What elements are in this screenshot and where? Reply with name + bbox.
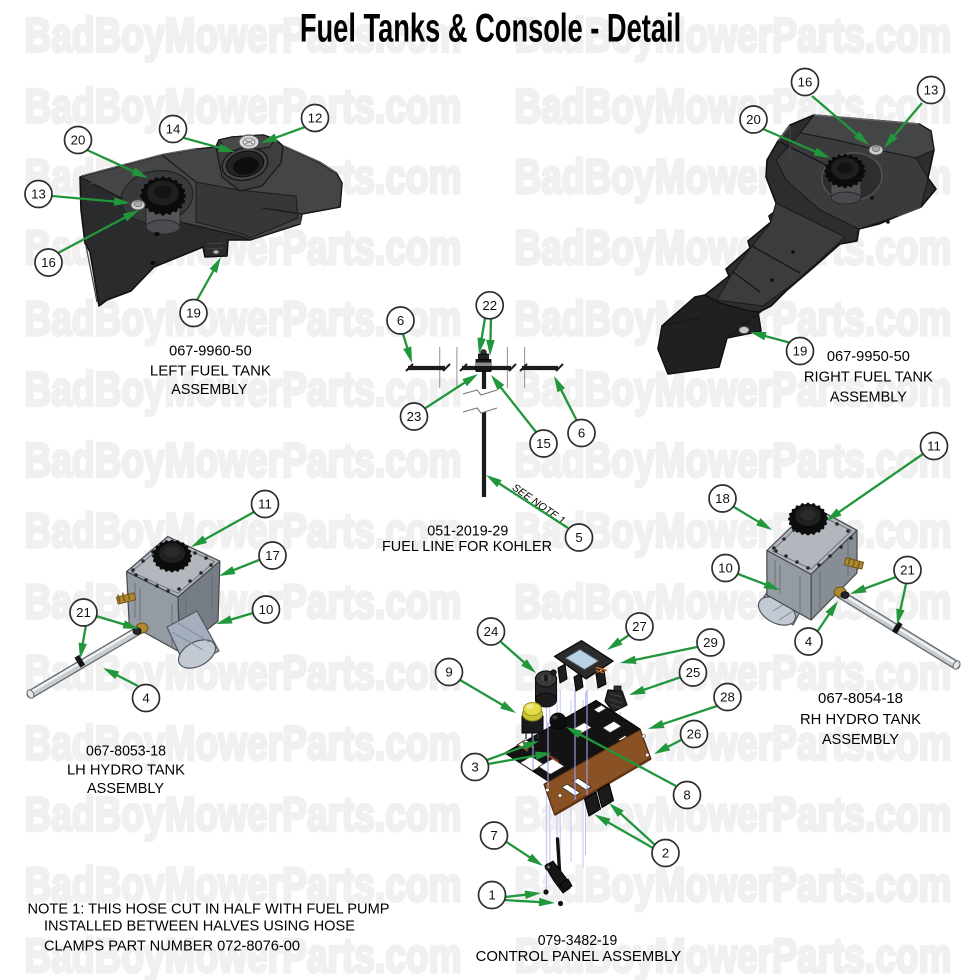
svg-text:23: 23: [407, 409, 422, 424]
svg-text:BadBoyMowerParts.com: BadBoyMowerParts.com: [25, 364, 462, 417]
svg-text:8: 8: [683, 788, 690, 803]
svg-text:17: 17: [265, 548, 280, 563]
svg-text:18: 18: [715, 491, 730, 506]
svg-text:4: 4: [142, 691, 149, 706]
svg-text:16: 16: [798, 75, 813, 90]
svg-text:16: 16: [41, 255, 56, 270]
svg-text:ASSEMBLY: ASSEMBLY: [822, 731, 899, 748]
svg-text:ASSEMBLY: ASSEMBLY: [830, 388, 907, 405]
svg-text:12: 12: [308, 111, 323, 126]
svg-text:1: 1: [488, 888, 495, 903]
svg-text:27: 27: [632, 619, 647, 634]
svg-text:BadBoyMowerParts.com: BadBoyMowerParts.com: [515, 10, 952, 63]
svg-text:BadBoyMowerParts.com: BadBoyMowerParts.com: [25, 718, 462, 771]
svg-text:22: 22: [482, 298, 497, 313]
svg-text:BadBoyMowerParts.com: BadBoyMowerParts.com: [25, 505, 462, 558]
svg-text:21: 21: [900, 563, 915, 578]
svg-text:CLAMPS PART NUMBER 072-8076-00: CLAMPS PART NUMBER 072-8076-00: [44, 939, 300, 955]
svg-text:051-2019-29: 051-2019-29: [427, 524, 508, 540]
svg-text:LEFT FUEL TANK: LEFT FUEL TANK: [150, 363, 271, 380]
svg-text:4: 4: [805, 634, 812, 649]
svg-text:NOTE 1: THIS HOSE CUT IN HALF: NOTE 1: THIS HOSE CUT IN HALF WITH FUEL …: [28, 901, 390, 917]
svg-text:21: 21: [76, 605, 91, 620]
svg-text:19: 19: [793, 344, 808, 359]
svg-text:3: 3: [471, 760, 478, 775]
svg-text:2: 2: [662, 846, 669, 861]
svg-text:FUEL LINE FOR KOHLER: FUEL LINE FOR KOHLER: [382, 539, 552, 555]
svg-text:9: 9: [445, 665, 452, 680]
svg-text:10: 10: [259, 602, 274, 617]
svg-text:BadBoyMowerParts.com: BadBoyMowerParts.com: [25, 10, 462, 63]
svg-text:067-8054-18: 067-8054-18: [818, 690, 903, 707]
svg-text:5: 5: [575, 530, 582, 545]
svg-text:RIGHT FUEL TANK: RIGHT FUEL TANK: [804, 369, 933, 386]
svg-text:20: 20: [71, 133, 86, 148]
svg-text:25: 25: [686, 665, 701, 680]
svg-text:BadBoyMowerParts.com: BadBoyMowerParts.com: [25, 859, 462, 912]
svg-text:Fuel Tanks & Console - Detail: Fuel Tanks & Console - Detail: [300, 6, 681, 50]
svg-text:067-9950-50: 067-9950-50: [827, 348, 910, 365]
svg-text:079-3482-19: 079-3482-19: [538, 932, 618, 949]
svg-text:7: 7: [490, 828, 497, 843]
svg-text:LH HYDRO TANK: LH HYDRO TANK: [67, 763, 185, 779]
svg-text:BadBoyMowerParts.com: BadBoyMowerParts.com: [515, 80, 952, 133]
svg-text:10: 10: [718, 561, 733, 576]
svg-text:ASSEMBLY: ASSEMBLY: [171, 381, 247, 398]
svg-text:24: 24: [484, 624, 499, 639]
svg-text:ASSEMBLY: ASSEMBLY: [87, 781, 164, 797]
svg-text:6: 6: [397, 313, 404, 328]
svg-text:RH HYDRO TANK: RH HYDRO TANK: [800, 711, 921, 728]
svg-text:INSTALLED BETWEEN HALVES USING: INSTALLED BETWEEN HALVES USING HOSE: [44, 919, 355, 935]
svg-text:BadBoyMowerParts.com: BadBoyMowerParts.com: [515, 364, 952, 417]
svg-text:20: 20: [746, 112, 761, 127]
svg-text:BadBoyMowerParts.com: BadBoyMowerParts.com: [515, 859, 952, 912]
svg-text:26: 26: [687, 727, 702, 742]
svg-text:BadBoyMowerParts.com: BadBoyMowerParts.com: [25, 788, 462, 841]
svg-text:BadBoyMowerParts.com: BadBoyMowerParts.com: [25, 80, 462, 133]
svg-text:067-8053-18: 067-8053-18: [86, 744, 166, 760]
svg-text:13: 13: [924, 83, 939, 98]
svg-text:13: 13: [31, 187, 46, 202]
svg-text:BadBoyMowerParts.com: BadBoyMowerParts.com: [25, 434, 462, 487]
svg-text:BadBoyMowerParts.com: BadBoyMowerParts.com: [515, 505, 952, 558]
svg-text:BadBoyMowerParts.com: BadBoyMowerParts.com: [25, 930, 462, 980]
svg-text:15: 15: [536, 436, 551, 451]
svg-text:19: 19: [186, 306, 201, 321]
svg-text:067-9960-50: 067-9960-50: [169, 343, 252, 360]
svg-text:BadBoyMowerParts.com: BadBoyMowerParts.com: [25, 576, 462, 629]
svg-text:CONTROL PANEL ASSEMBLY: CONTROL PANEL ASSEMBLY: [476, 948, 682, 965]
svg-text:11: 11: [927, 439, 941, 454]
svg-text:11: 11: [258, 497, 272, 512]
svg-text:6: 6: [578, 426, 585, 441]
svg-text:14: 14: [166, 122, 181, 137]
svg-text:BadBoyMowerParts.com: BadBoyMowerParts.com: [515, 930, 952, 980]
svg-text:29: 29: [703, 635, 718, 650]
svg-text:28: 28: [720, 690, 735, 705]
